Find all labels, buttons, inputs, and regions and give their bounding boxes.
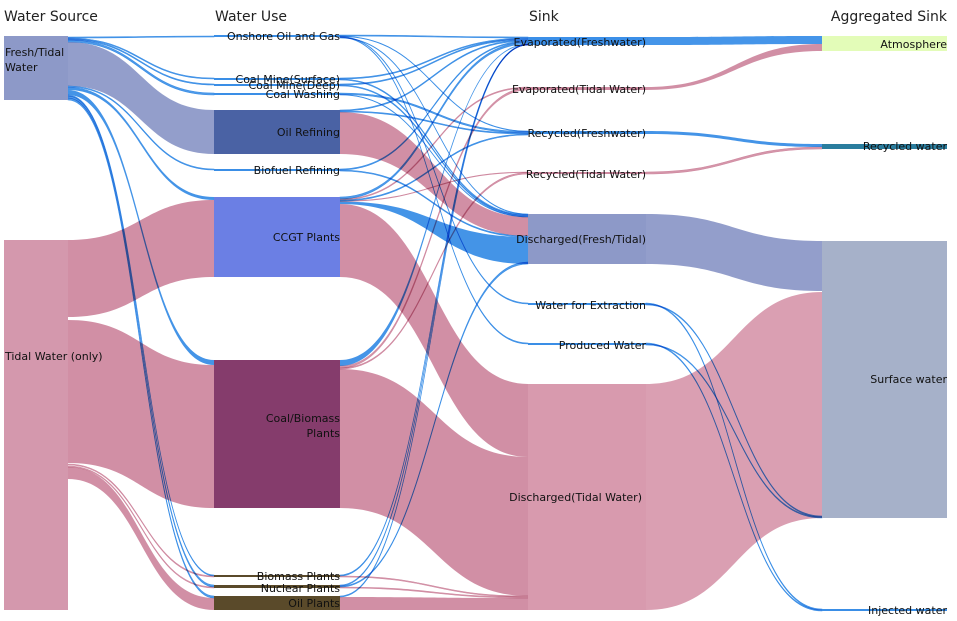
node-disch_tidal[interactable]: [528, 384, 646, 610]
node-label-recyc_tidal: Recycled(Tidal Water): [526, 168, 646, 181]
node-tidal_only[interactable]: [4, 240, 68, 610]
node-evap_tidal[interactable]: [528, 87, 646, 90]
node-extraction[interactable]: [528, 303, 646, 305]
column-title-use: Water Use: [215, 9, 287, 25]
node-label-oil_plants: Oil Plants: [288, 597, 340, 610]
node-label-injected: Injected water: [868, 604, 947, 617]
column-titles: Water Source Water Use Sink Aggregated S…: [4, 9, 948, 25]
link-disch_ft-to-surface_water[interactable]: [646, 214, 822, 291]
link-disch_tidal-to-surface_water[interactable]: [646, 292, 822, 610]
links-layer: [67, 34, 823, 612]
node-label-evap_fresh: Evaporated(Freshwater): [514, 36, 646, 49]
node-label-line: Fresh/Tidal: [5, 46, 64, 59]
node-recycled_water[interactable]: [822, 144, 947, 149]
node-biomass_plants[interactable]: [214, 575, 340, 577]
node-produced[interactable]: [528, 343, 646, 345]
nodes-layer: [4, 35, 947, 611]
node-coal_deep[interactable]: [214, 84, 340, 86]
node-label-line: Coal/Biomass: [266, 412, 340, 425]
link-oil_refining-to-evap_fresh[interactable]: [339, 39, 529, 112]
link-coal_biomass-to-evap_fresh[interactable]: [340, 44, 528, 366]
link-ccgt-to-disch_tidal[interactable]: [340, 204, 528, 457]
link-fresh_tidal-to-ccgt[interactable]: [68, 87, 214, 200]
node-oil_plants[interactable]: [214, 596, 340, 610]
node-label-ccgt: CCGT Plants: [273, 231, 340, 244]
node-surface_water[interactable]: [822, 241, 947, 518]
link-fresh_tidal-to-oil_refining[interactable]: [68, 42, 214, 154]
node-onshore[interactable]: [214, 35, 340, 37]
node-label-coal_washing: Coal Washing: [266, 88, 340, 101]
column-title-source: Water Source: [4, 9, 98, 25]
node-label-recyc_fresh: Recycled(Freshwater): [527, 127, 646, 140]
node-evap_fresh[interactable]: [528, 37, 646, 45]
link-oil_plants-to-disch_tidal[interactable]: [340, 597, 528, 610]
link-tidal_only-to-ccgt[interactable]: [68, 200, 214, 317]
link-tidal_only-to-oil_plants[interactable]: [68, 467, 214, 610]
node-label-surface_water: Surface water: [870, 373, 947, 386]
node-ccgt[interactable]: [214, 197, 340, 277]
node-coal_surface[interactable]: [214, 78, 340, 80]
node-label-nuclear: Nuclear Plants: [261, 582, 341, 595]
node-injected[interactable]: [822, 609, 947, 611]
link-coal_biomass-to-disch_tidal[interactable]: [340, 369, 528, 596]
node-nuclear[interactable]: [214, 585, 340, 588]
node-label-produced: Produced Water: [559, 339, 647, 352]
node-label-tidal_only: Tidal Water (only): [4, 350, 103, 363]
column-title-aggregated: Aggregated Sink: [831, 9, 948, 25]
link-recyc_fresh-to-recycled_water[interactable]: [646, 131, 822, 147]
node-disch_ft[interactable]: [528, 214, 646, 264]
node-label-extraction: Water for Extraction: [535, 299, 646, 312]
node-label-evap_tidal: Evaporated(Tidal Water): [512, 83, 646, 96]
link-evap_tidal-to-atmosphere[interactable]: [646, 44, 822, 90]
node-oil_refining[interactable]: [214, 110, 340, 154]
node-label-biomass_plants: Biomass Plants: [257, 570, 340, 583]
node-fresh_tidal[interactable]: [4, 36, 68, 100]
column-title-sink: Sink: [529, 9, 560, 25]
node-label-biofuel: Biofuel Refining: [254, 164, 340, 177]
node-coal_biomass[interactable]: [214, 360, 340, 508]
node-label-line: Water: [5, 61, 38, 74]
node-label-recycled_water: Recycled water: [863, 140, 948, 153]
node-recyc_tidal[interactable]: [528, 172, 646, 174]
link-ccgt-to-disch_ft[interactable]: [340, 201, 528, 265]
node-biofuel[interactable]: [214, 169, 340, 171]
link-fresh_tidal-to-onshore[interactable]: [67, 35, 215, 39]
node-coal_washing[interactable]: [214, 93, 340, 95]
node-recyc_fresh[interactable]: [528, 131, 646, 134]
node-label-oil_refining: Oil Refining: [277, 126, 340, 139]
link-oil_refining-to-disch_ft[interactable]: [340, 112, 528, 236]
link-recyc_tidal-to-recycled_water[interactable]: [645, 146, 823, 175]
node-label-onshore: Onshore Oil and Gas: [227, 30, 340, 43]
link-onshore-to-evap_fresh[interactable]: [339, 34, 529, 39]
node-atmosphere[interactable]: [822, 36, 947, 51]
link-tidal_only-to-coal_biomass[interactable]: [68, 320, 214, 508]
node-label-coal_surface: Coal Mine(Surface): [236, 73, 340, 86]
link-evap_fresh-to-atmosphere[interactable]: [646, 36, 822, 45]
node-label-disch_tidal: Discharged(Tidal Water): [509, 491, 642, 504]
node-label-line: Plants: [307, 427, 341, 440]
node-label-coal_deep: Coal Mine(Deep): [248, 79, 340, 92]
node-label-disch_ft: Discharged(Fresh/Tidal): [516, 233, 646, 246]
link-ccgt-to-recyc_fresh[interactable]: [339, 133, 529, 202]
node-label-atmosphere: Atmosphere: [880, 38, 947, 51]
